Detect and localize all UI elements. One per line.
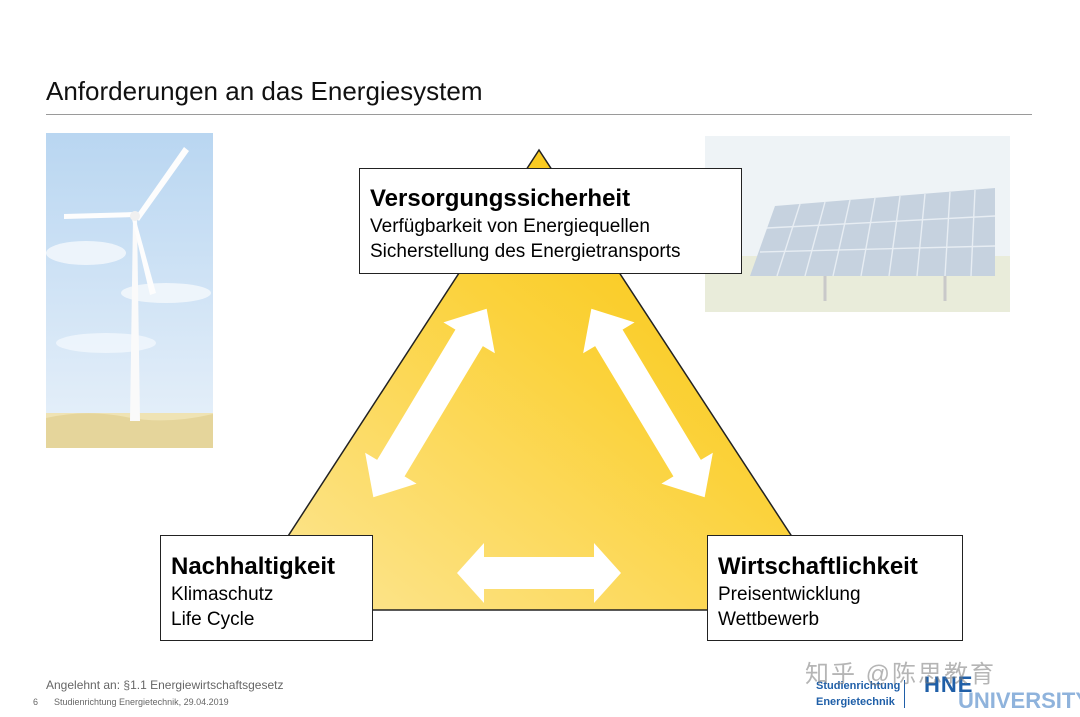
logo-uni-short: HNE: [924, 672, 974, 697]
logo-org-line2: Energietechnik: [816, 696, 895, 708]
wind-turbine-icon: [46, 133, 213, 448]
footer-text: Studienrichtung Energietechnik, 29.04.20…: [54, 697, 229, 707]
logo-uni-long: UNIVERSITY: [958, 688, 1080, 713]
page-number: 6: [33, 697, 39, 707]
solar-panel-icon: [705, 136, 1010, 312]
box-line: Life Cycle: [171, 609, 255, 630]
box-line: Klimaschutz: [171, 584, 274, 605]
double-arrow-icon-bottom: [457, 543, 621, 603]
box-line: Wettbewerb: [718, 609, 820, 630]
box-line: Verfügbarkeit von Energiequellen: [370, 216, 650, 237]
double-arrow-icon-right: [583, 308, 713, 498]
page-title: Anforderungen an das Energiesystem: [46, 76, 483, 106]
box-wirtschaftlichkeit: Wirtschaftlichkeit Preisentwicklung Wett…: [707, 535, 963, 641]
title-divider: [46, 114, 1032, 115]
box-line: Preisentwicklung: [718, 584, 861, 605]
double-arrow-icon-left: [365, 308, 495, 498]
box-versorgungssicherheit: Versorgungssicherheit Verfügbarkeit von …: [359, 168, 742, 274]
requirements-triangle: [238, 148, 842, 611]
logo-org-line1: Studienrichtung: [816, 680, 901, 692]
box-heading: Versorgungssicherheit: [370, 185, 631, 212]
university-logo: Studienrichtung Energietechnik HNE UNIVE…: [812, 668, 1080, 714]
source-note: Angelehnt an: §1.1 Energiewirtschaftsges…: [46, 678, 284, 692]
box-nachhaltigkeit: Nachhaltigkeit Klimaschutz Life Cycle: [160, 535, 373, 641]
box-line: Sicherstellung des Energietransports: [370, 241, 681, 262]
box-heading: Nachhaltigkeit: [171, 553, 336, 580]
box-heading: Wirtschaftlichkeit: [718, 553, 918, 580]
watermark: 知乎 @陈思教育: [805, 661, 997, 688]
logo-divider: [904, 680, 905, 708]
